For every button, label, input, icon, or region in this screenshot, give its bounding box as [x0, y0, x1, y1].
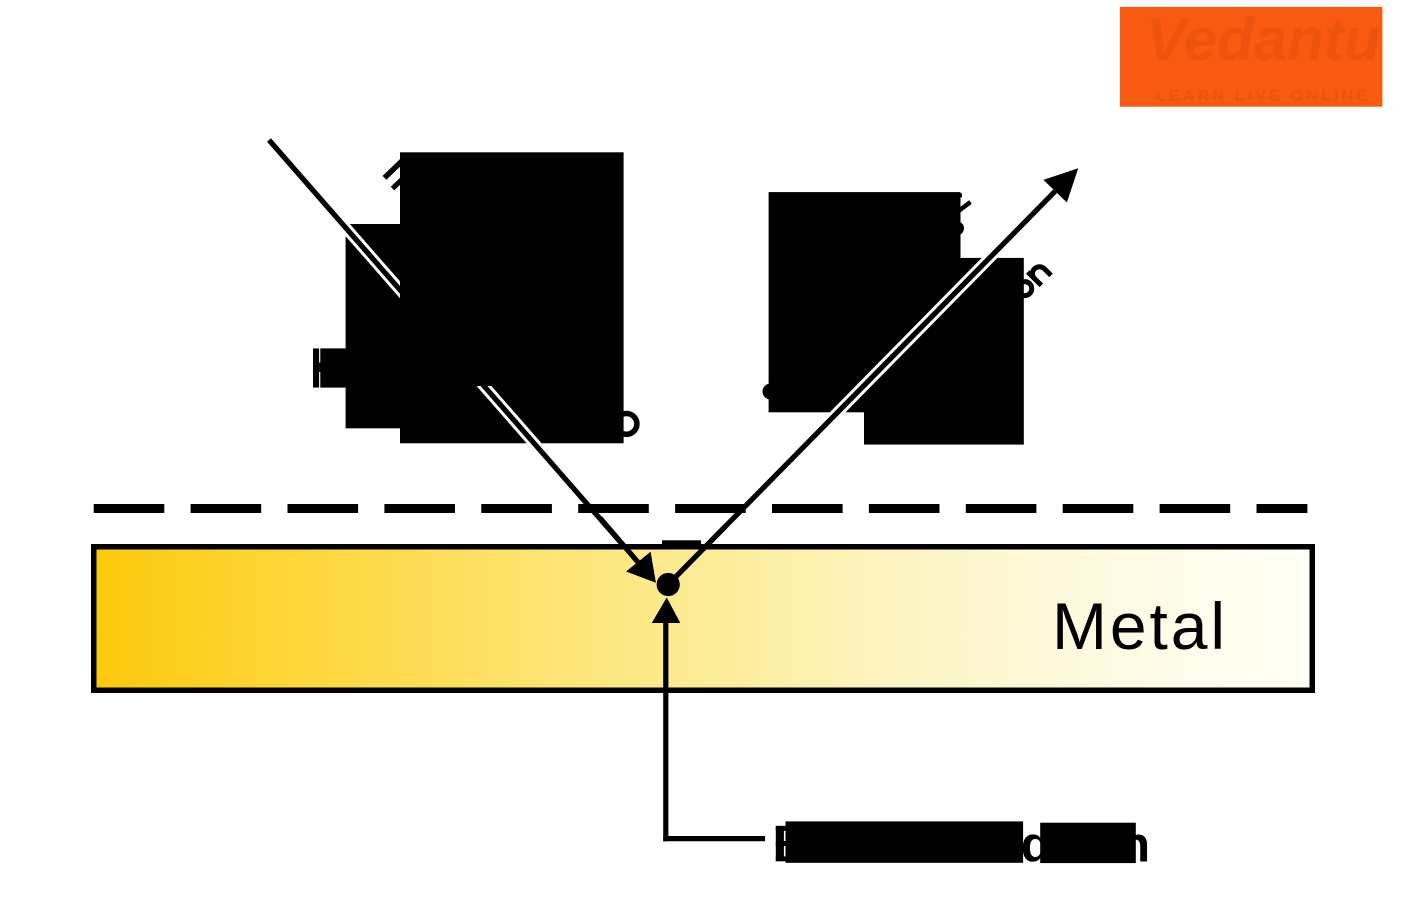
svg-text:LEARN LIVE ONLINE: LEARN LIVE ONLINE: [1156, 88, 1370, 105]
svg-text:Metal: Metal: [1052, 589, 1228, 663]
svg-text:Vedantu: Vedantu: [1146, 6, 1380, 73]
